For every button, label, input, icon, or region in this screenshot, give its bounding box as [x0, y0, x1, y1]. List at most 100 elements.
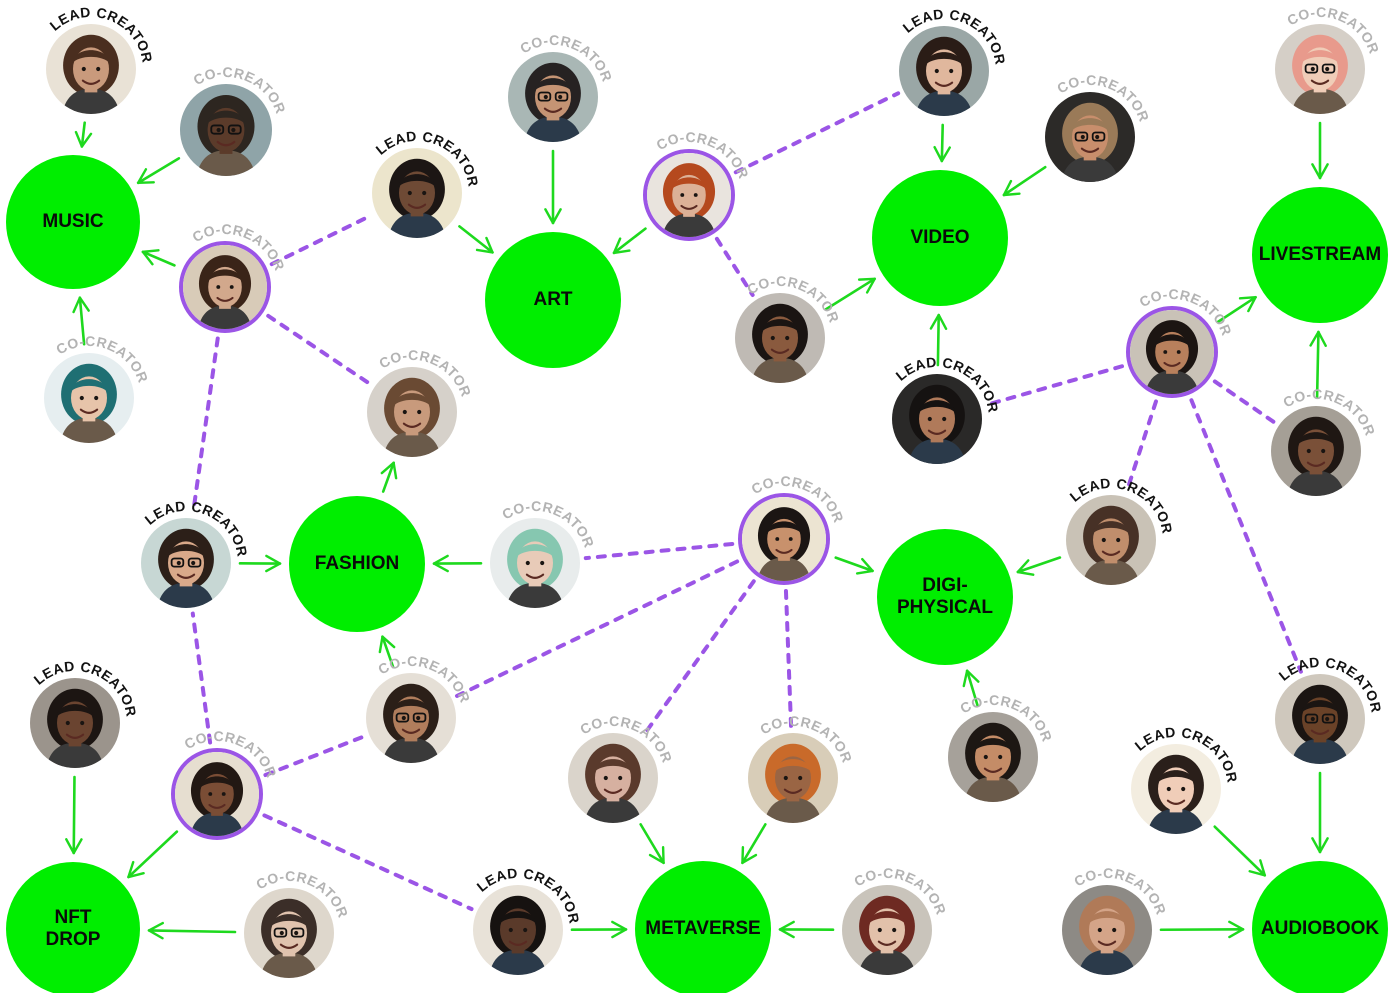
- avatar[interactable]: [1045, 92, 1135, 182]
- portrait-photo: [366, 673, 456, 763]
- svg-text:LEAD CREATOR: LEAD CREATOR: [373, 128, 482, 188]
- co-creator-label: CO-CREATOR: [1280, 386, 1378, 438]
- avatar[interactable]: [643, 149, 735, 241]
- co-creator-label: CO-CREATOR: [517, 32, 615, 84]
- avatar[interactable]: [1275, 24, 1365, 114]
- portrait-photo: [46, 24, 136, 114]
- hub-metaverse[interactable]: METAVERSE: [635, 861, 771, 993]
- avatar[interactable]: [735, 293, 825, 383]
- portrait-photo: [30, 678, 120, 768]
- contribution-arrow: [74, 121, 93, 148]
- contribution-arrow: [612, 227, 647, 255]
- portrait-photo: [842, 885, 932, 975]
- avatar[interactable]: [244, 888, 334, 978]
- avatar[interactable]: [180, 84, 272, 176]
- co-creator-label: CO-CREATOR: [191, 64, 289, 116]
- portrait-photo: [508, 52, 598, 142]
- portrait-photo: [735, 293, 825, 383]
- portrait-photo: [742, 497, 826, 581]
- hub-video[interactable]: VIDEO: [872, 170, 1008, 306]
- co-creator-label: CO-CREATOR: [1137, 286, 1235, 338]
- avatar[interactable]: [30, 678, 120, 768]
- contribution-arrow: [933, 123, 951, 163]
- portrait-photo: [183, 245, 267, 329]
- portrait-photo: [948, 712, 1038, 802]
- avatar[interactable]: [899, 26, 989, 116]
- svg-text:CO-CREATOR: CO-CREATOR: [1280, 386, 1378, 438]
- avatar[interactable]: [1062, 885, 1152, 975]
- contribution-arrow: [824, 277, 877, 311]
- avatar[interactable]: [1271, 406, 1361, 496]
- avatar[interactable]: [179, 241, 271, 333]
- avatar[interactable]: [367, 367, 457, 457]
- dashed-collab-link: [1124, 399, 1158, 494]
- hub-nft[interactable]: NFT DROP: [6, 862, 140, 993]
- co-creator-label: CO-CREATOR: [253, 868, 351, 920]
- svg-text:LEAD CREATOR: LEAD CREATOR: [31, 658, 140, 718]
- avatar[interactable]: [842, 885, 932, 975]
- avatar[interactable]: [1131, 744, 1221, 834]
- hub-art[interactable]: ART: [485, 232, 621, 368]
- avatar[interactable]: [366, 673, 456, 763]
- dashed-collab-link: [263, 734, 366, 778]
- avatar[interactable]: [508, 52, 598, 142]
- co-creator-label: CO-CREATOR: [957, 692, 1055, 744]
- dashed-collab-link: [269, 213, 374, 267]
- avatar[interactable]: [948, 712, 1038, 802]
- co-creator-label: CO-CREATOR: [1054, 72, 1152, 124]
- svg-text:LEAD CREATOR: LEAD CREATOR: [893, 354, 1002, 414]
- avatar[interactable]: [1275, 674, 1365, 764]
- dashed-collab-link: [783, 588, 794, 730]
- hub-audiobook[interactable]: AUDIOBOOK: [1252, 861, 1388, 993]
- avatar[interactable]: [892, 374, 982, 464]
- lead-creator-label: LEAD CREATOR: [893, 354, 1002, 414]
- co-creator-label: CO-CREATOR: [53, 333, 151, 385]
- contribution-arrow: [141, 249, 176, 267]
- dashed-collab-link: [1189, 398, 1303, 674]
- avatar[interactable]: [748, 733, 838, 823]
- avatar[interactable]: [1126, 306, 1218, 398]
- portrait-photo: [473, 885, 563, 975]
- svg-text:CO-CREATOR: CO-CREATOR: [191, 64, 289, 116]
- avatar[interactable]: [568, 733, 658, 823]
- co-creator-label: CO-CREATOR: [376, 347, 474, 399]
- avatar[interactable]: [46, 24, 136, 114]
- avatar[interactable]: [141, 518, 231, 608]
- svg-text:CO-CREATOR: CO-CREATOR: [517, 32, 615, 84]
- svg-text:CO-CREATOR: CO-CREATOR: [1137, 286, 1235, 338]
- avatar[interactable]: [473, 885, 563, 975]
- svg-text:CO-CREATOR: CO-CREATOR: [190, 221, 288, 273]
- avatar[interactable]: [44, 353, 134, 443]
- co-creator-label: CO-CREATOR: [851, 865, 949, 917]
- avatar[interactable]: [171, 748, 263, 840]
- svg-text:CO-CREATOR: CO-CREATOR: [182, 728, 280, 780]
- contribution-arrow: [65, 775, 83, 855]
- hub-livestream[interactable]: LIVESTREAM: [1252, 187, 1388, 323]
- svg-text:CO-CREATOR: CO-CREATOR: [1284, 4, 1382, 56]
- contribution-arrow: [1216, 295, 1257, 324]
- avatar[interactable]: [1066, 495, 1156, 585]
- svg-text:LEAD CREATOR: LEAD CREATOR: [900, 6, 1009, 66]
- lead-creator-label: LEAD CREATOR: [1067, 475, 1176, 535]
- portrait-photo: [1275, 674, 1365, 764]
- svg-text:LEAD CREATOR: LEAD CREATOR: [474, 865, 583, 925]
- svg-text:CO-CREATOR: CO-CREATOR: [957, 692, 1055, 744]
- svg-text:LEAD CREATOR: LEAD CREATOR: [1276, 654, 1385, 714]
- dashed-collab-link: [266, 313, 372, 386]
- co-creator-label: CO-CREATOR: [1284, 4, 1382, 56]
- co-creator-label: CO-CREATOR: [1071, 865, 1169, 917]
- hub-digi[interactable]: DIGI- PHYSICAL: [877, 529, 1013, 665]
- avatar[interactable]: [490, 518, 580, 608]
- svg-text:LEAD CREATOR: LEAD CREATOR: [1132, 724, 1241, 784]
- portrait-photo: [1045, 92, 1135, 182]
- avatar[interactable]: [372, 148, 462, 238]
- contribution-arrow: [1309, 330, 1327, 399]
- avatar[interactable]: [738, 493, 830, 585]
- contribution-arrow: [639, 823, 665, 865]
- hub-music[interactable]: MUSIC: [6, 155, 140, 289]
- svg-text:CO-CREATOR: CO-CREATOR: [1054, 72, 1152, 124]
- hub-fashion[interactable]: FASHION: [289, 496, 425, 632]
- co-creator-label: CO-CREATOR: [749, 473, 847, 525]
- contribution-arrow: [380, 461, 398, 493]
